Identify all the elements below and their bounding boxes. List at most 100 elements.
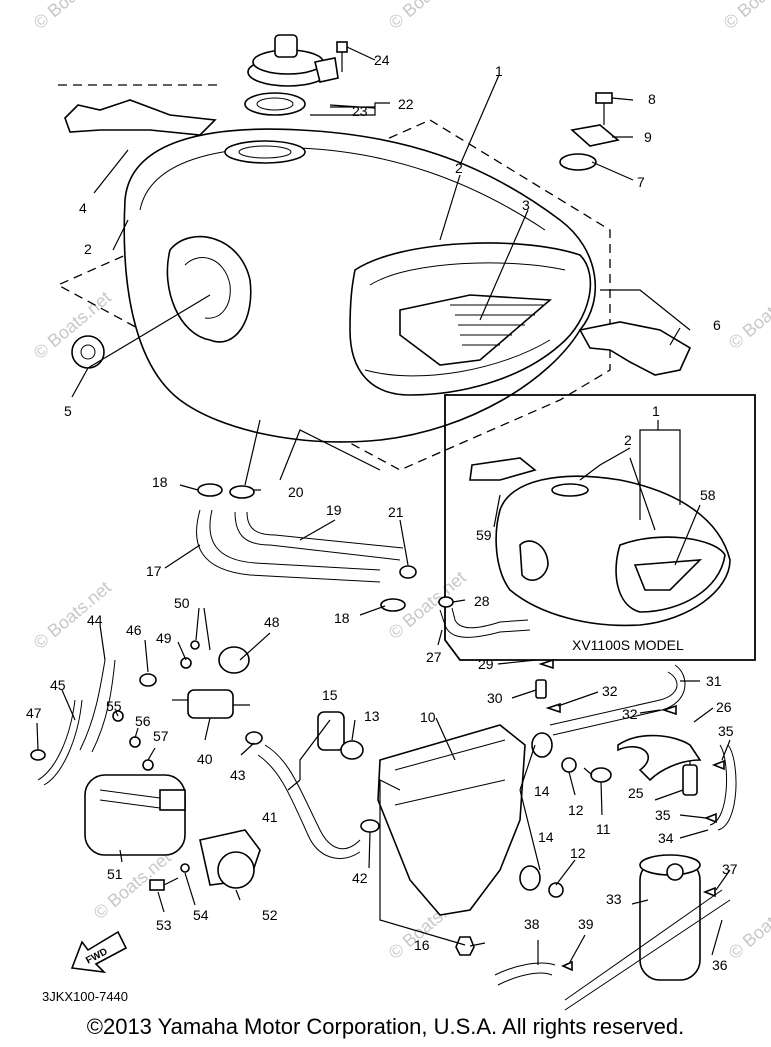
union-joint <box>535 679 547 699</box>
hose-clip <box>702 886 716 898</box>
callout-52: 52 <box>262 907 278 923</box>
callout-19: 19 <box>326 502 342 518</box>
callout-39: 39 <box>578 916 594 932</box>
tank-damper <box>71 335 105 369</box>
washer <box>548 882 564 898</box>
callout-55: 55 <box>106 698 122 714</box>
callout-3: 3 <box>522 197 530 213</box>
canister-bracket <box>377 724 526 916</box>
callout-8: 8 <box>648 91 656 107</box>
vent-hose <box>246 511 404 549</box>
callout-labels: 1 2 2 3 4 5 6 7 8 9 10 11 12 12 13 14 14… <box>26 52 738 973</box>
hose-clip <box>438 596 454 608</box>
callout-42: 42 <box>352 870 368 886</box>
callout-7: 7 <box>637 174 645 190</box>
callout-37: 37 <box>722 861 738 877</box>
hose-clip <box>399 565 417 579</box>
hose-clip <box>360 819 380 833</box>
callout-41: 41 <box>262 809 278 825</box>
callout-59: 59 <box>476 527 492 543</box>
pump-bracket <box>199 829 261 889</box>
callout-49: 49 <box>156 630 172 646</box>
fuel-pump <box>84 774 186 856</box>
callout-2: 2 <box>455 160 463 176</box>
cap-screw <box>336 41 348 72</box>
watermark: © Boats.net <box>725 887 771 963</box>
hose-clip <box>380 598 406 612</box>
callout-33: 33 <box>606 891 622 907</box>
damper <box>559 153 597 171</box>
callout-51: 51 <box>107 866 123 882</box>
callout-58: 58 <box>700 487 716 503</box>
callout-50: 50 <box>174 595 190 611</box>
hose-clip <box>661 704 677 716</box>
tank-emblem <box>399 294 553 366</box>
hose-clip <box>545 702 561 714</box>
callout-36: 36 <box>712 957 728 973</box>
hose-clip <box>711 759 725 771</box>
bracket-detail <box>394 739 506 806</box>
fuel-cap <box>247 34 339 87</box>
callout-48: 48 <box>264 614 280 630</box>
callout-45: 45 <box>50 677 66 693</box>
washer <box>570 124 620 147</box>
hose-clip <box>538 658 554 670</box>
callout-44: 44 <box>87 612 103 628</box>
washer <box>561 757 577 773</box>
rollover-valve <box>682 745 698 796</box>
charcoal-canister <box>639 854 701 981</box>
callout-25: 25 <box>628 785 644 801</box>
fuel-hose <box>209 509 381 571</box>
callout-12: 12 <box>570 845 586 861</box>
callout-20: 20 <box>288 484 304 500</box>
leader-lines <box>36 46 731 965</box>
hose-clip <box>703 812 717 824</box>
screw <box>180 657 192 669</box>
watermark: © Boats.net <box>725 277 771 353</box>
callout-32: 32 <box>622 706 638 722</box>
fuel-filter <box>172 689 250 719</box>
callout-21: 21 <box>388 504 404 520</box>
copyright-notice: ©2013 Yamaha Motor Corporation, U.S.A. A… <box>86 1014 685 1039</box>
washer <box>190 640 200 650</box>
callout-47: 47 <box>26 705 42 721</box>
purge-hose <box>549 664 686 736</box>
hose-clip <box>197 483 223 497</box>
xv1100s-inset: XV1100S MODEL <box>444 394 756 661</box>
callout-35: 35 <box>655 807 671 823</box>
callout-54: 54 <box>193 907 209 923</box>
vent-hose <box>234 511 401 561</box>
callout-11: 11 <box>596 821 611 837</box>
fuel-hose <box>79 659 116 753</box>
grommet <box>531 732 553 758</box>
callout-31: 31 <box>706 673 722 689</box>
callout-16: 16 <box>414 937 430 953</box>
nut <box>455 936 475 956</box>
hose-clip <box>229 485 255 499</box>
drawing-code: 3JKX100-7440 <box>42 989 128 1004</box>
breather-hose <box>451 607 529 629</box>
hose-clip <box>139 673 157 687</box>
breather-hose <box>37 699 83 786</box>
callout-29: 29 <box>478 656 494 672</box>
callout-40: 40 <box>197 751 213 767</box>
filter-holder <box>218 646 250 674</box>
callout-24: 24 <box>374 52 390 68</box>
callout-53: 53 <box>156 917 172 933</box>
callout-26: 26 <box>716 699 732 715</box>
cap-gasket <box>244 92 306 116</box>
callout-10: 10 <box>420 709 436 725</box>
inset-model-label: XV1100S MODEL <box>572 637 684 653</box>
callout-18: 18 <box>152 474 168 490</box>
fuel-hose <box>196 509 381 583</box>
grommet <box>519 865 541 891</box>
callout-38: 38 <box>524 916 540 932</box>
callout-28: 28 <box>474 593 490 609</box>
fuel-hose <box>257 744 361 859</box>
callout-30: 30 <box>487 690 503 706</box>
callout-5: 5 <box>64 403 72 419</box>
hose-clip <box>561 960 573 972</box>
hose-clip <box>245 731 263 745</box>
callout-32: 32 <box>602 683 618 699</box>
